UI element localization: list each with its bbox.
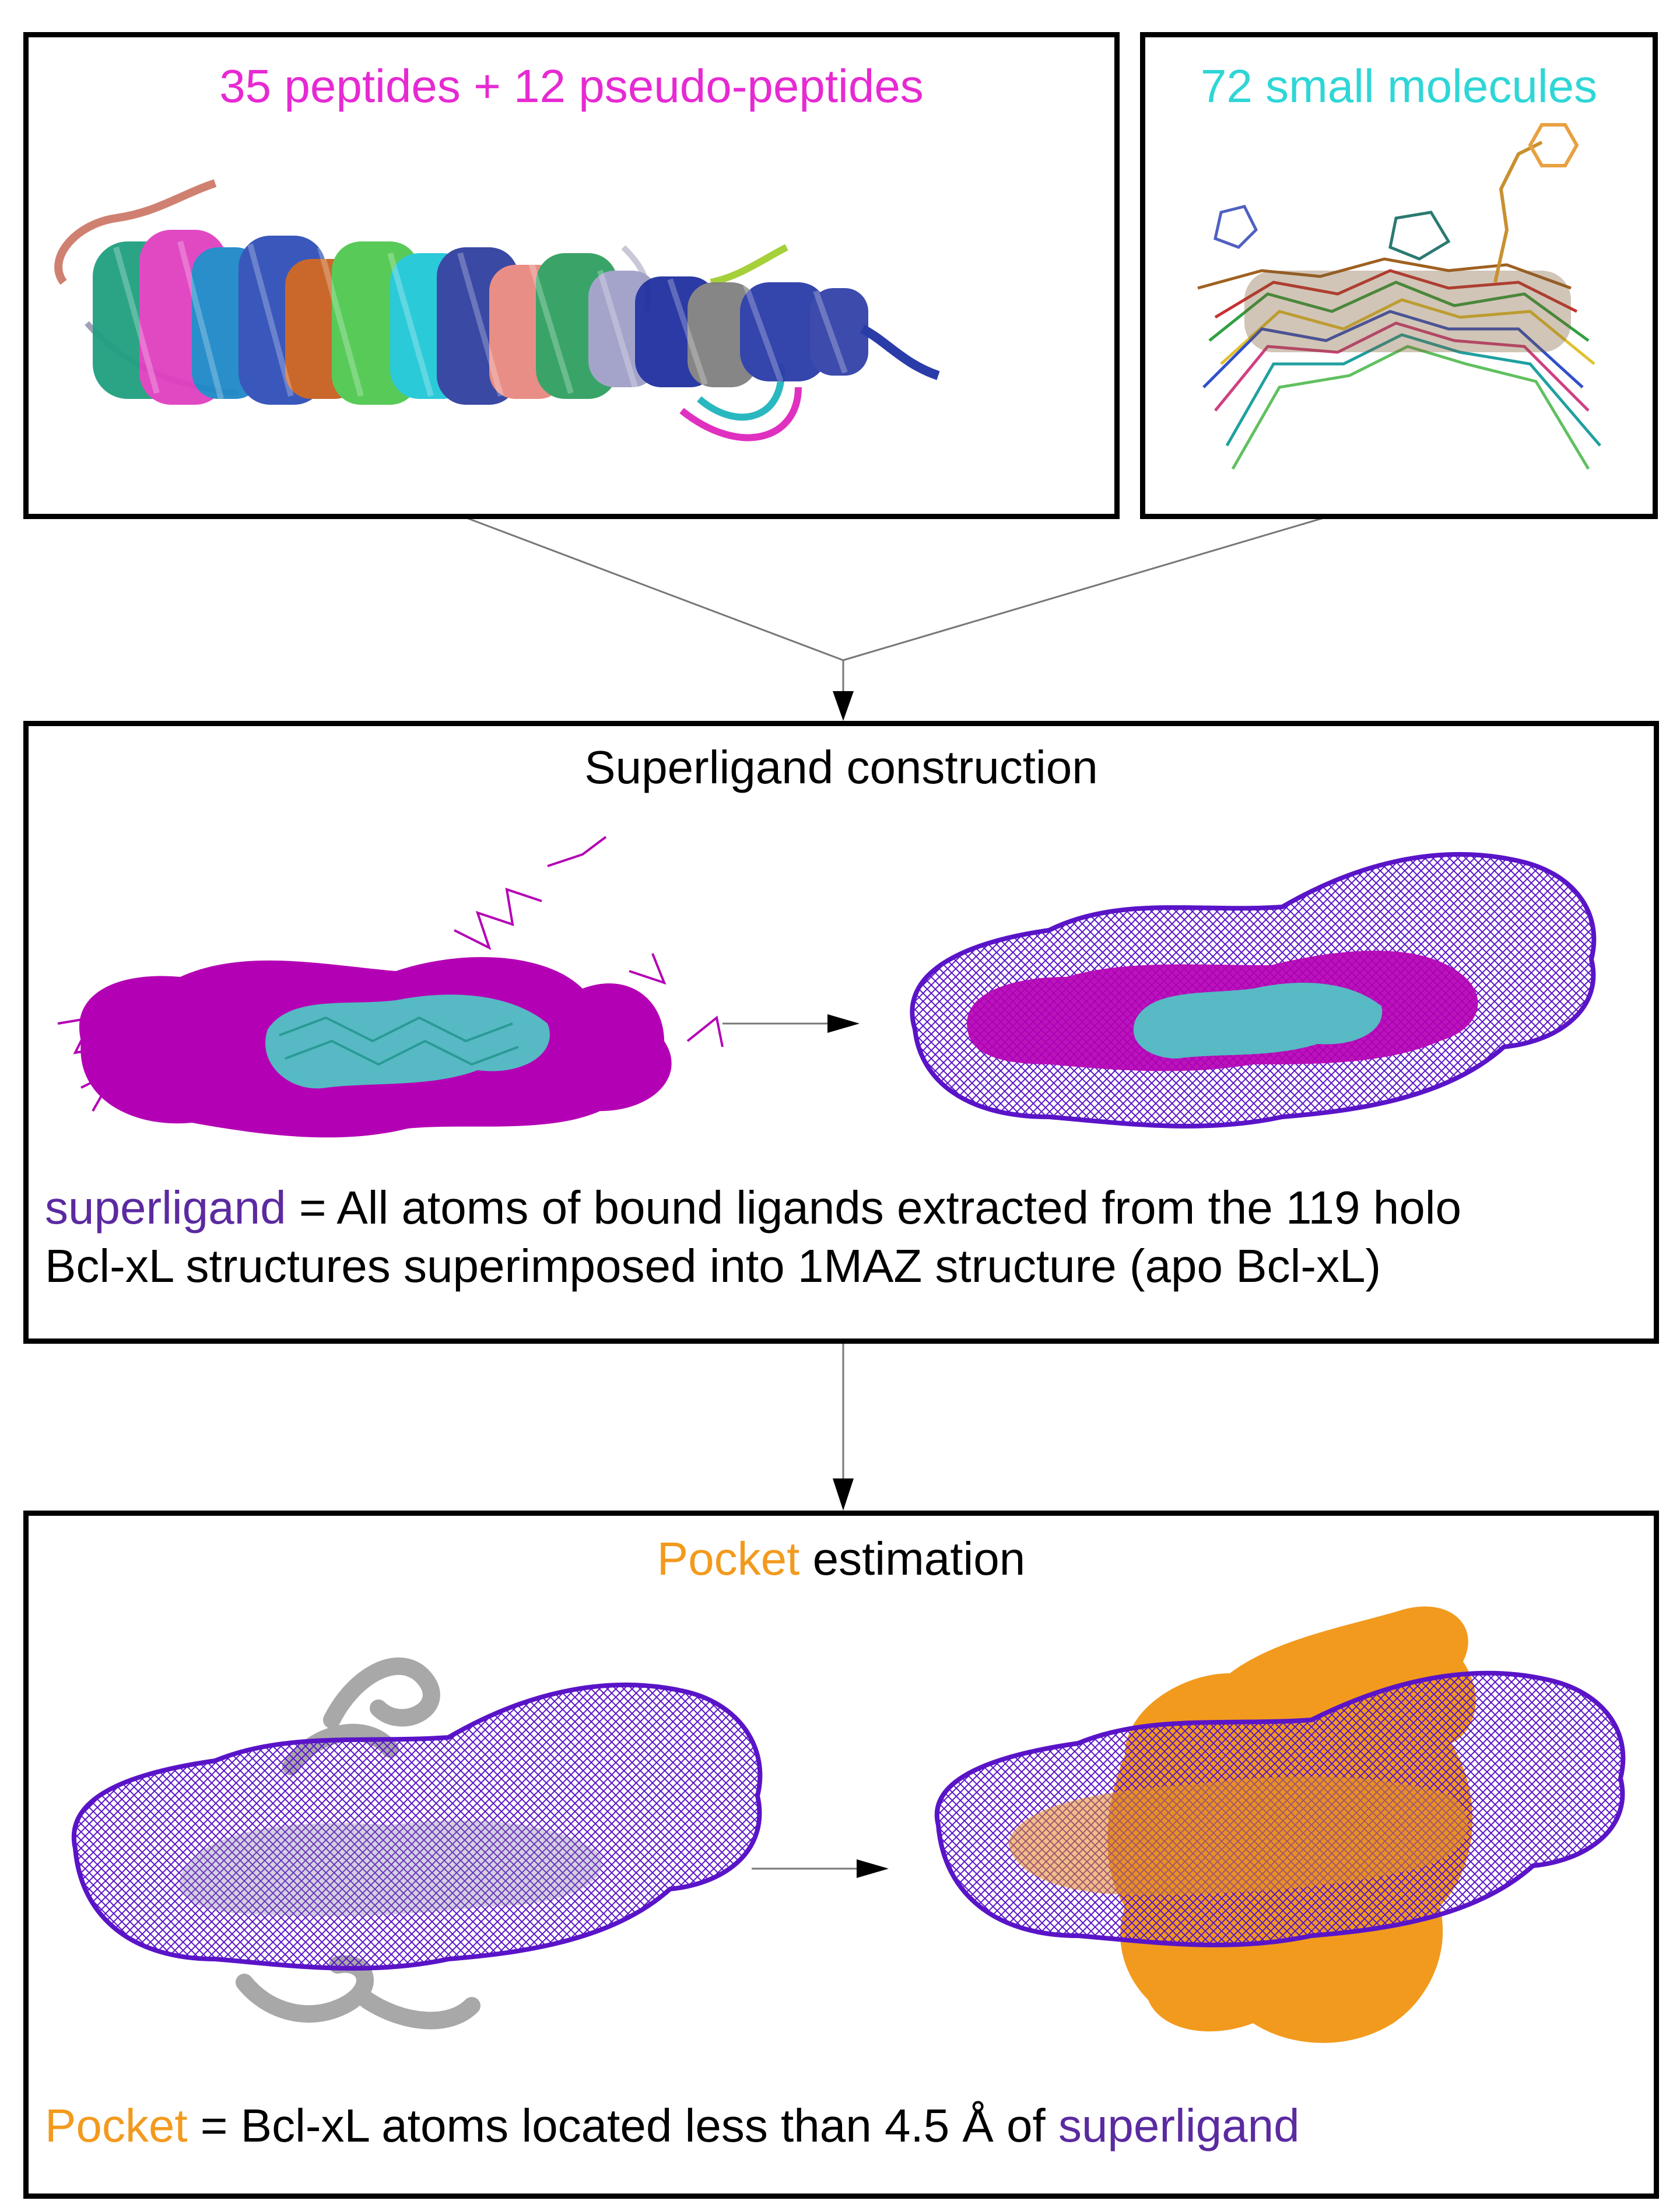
phenyl-ring [1528,123,1579,167]
pocket-illustration-right [934,1606,1626,2043]
panel-peptides: 35 peptides + 12 pseudo-peptides [23,32,1120,519]
panel-pocket: Pocket estimation [23,1511,1659,2199]
arrowhead-down-1 [833,691,854,721]
connector-line-left [466,517,844,661]
pocket-term: Pocket [45,2100,188,2152]
coil-tail-2 [697,363,785,421]
arrow-right-superligand [722,1012,860,1035]
ligand-core-mass [1244,271,1571,352]
ligand-cloud-magenta [57,836,724,1138]
pocket-title-term: Pocket [657,1533,800,1585]
superligand-illustration-left [57,836,724,1138]
arrow-right-pocket [752,1857,889,1880]
arrowhead-down-2 [833,1478,854,1511]
peptide-helices-illustration [54,179,940,442]
pocket-illustration-left [71,1657,763,2030]
coil-tail-1 [54,179,217,285]
ligand-cloud-cyan [265,994,550,1089]
pocket-definition-line: Pocket = Bcl-xL atoms located less than … [45,2099,1300,2153]
connector-line-right [843,517,1324,661]
pocket-title-rest: estimation [799,1533,1026,1585]
panel-pocket-title: Pocket estimation [29,1532,1654,1586]
panel-small-molecules: 72 small molecules [1140,32,1658,519]
helix-bundle [93,230,868,405]
cube-ring [1388,211,1451,261]
helix-end-tail [860,324,940,380]
ligand-wireframe-bundle [1197,257,1601,470]
panel-small-molecules-title: 72 small molecules [1200,60,1598,112]
panel-peptides-title: 35 peptides + 12 pseudo-peptides [219,60,924,112]
superligand-definition-line2: Bcl-xL structures superimposed into 1MAZ… [45,1240,1381,1292]
superligand-mesh-surface [71,1682,763,1971]
ligand-cyan-strands [279,1016,519,1066]
phenyl-tail [1493,141,1543,283]
small-molecules-illustration [1197,123,1601,470]
superligand-term: superligand [45,1182,286,1234]
superligand-definition-line1: superligand = All atoms of bound ligands… [45,1181,1461,1235]
superligand-illustration-right [910,852,1597,1129]
superligand-term-2: superligand [1058,2100,1300,2152]
coil-tail-3 [679,387,802,442]
helix-stripes [113,240,848,400]
panel-superligand-title: Superligand construction [584,741,1098,793]
superligand-cyan-core [1133,983,1383,1059]
side-ring [1213,205,1258,249]
coil-tail-4 [710,244,788,286]
protein-shadow [179,1820,602,1916]
panel-superligand: Superligand construction superligand = [23,721,1659,1344]
pocket-shaded-region [1008,1776,1468,1895]
pocket-definition-text: = Bcl-xL atoms located less than 4.5 Å o… [187,2100,1058,2152]
superligand-definition-text: = All atoms of bound ligands extracted f… [286,1182,1461,1234]
